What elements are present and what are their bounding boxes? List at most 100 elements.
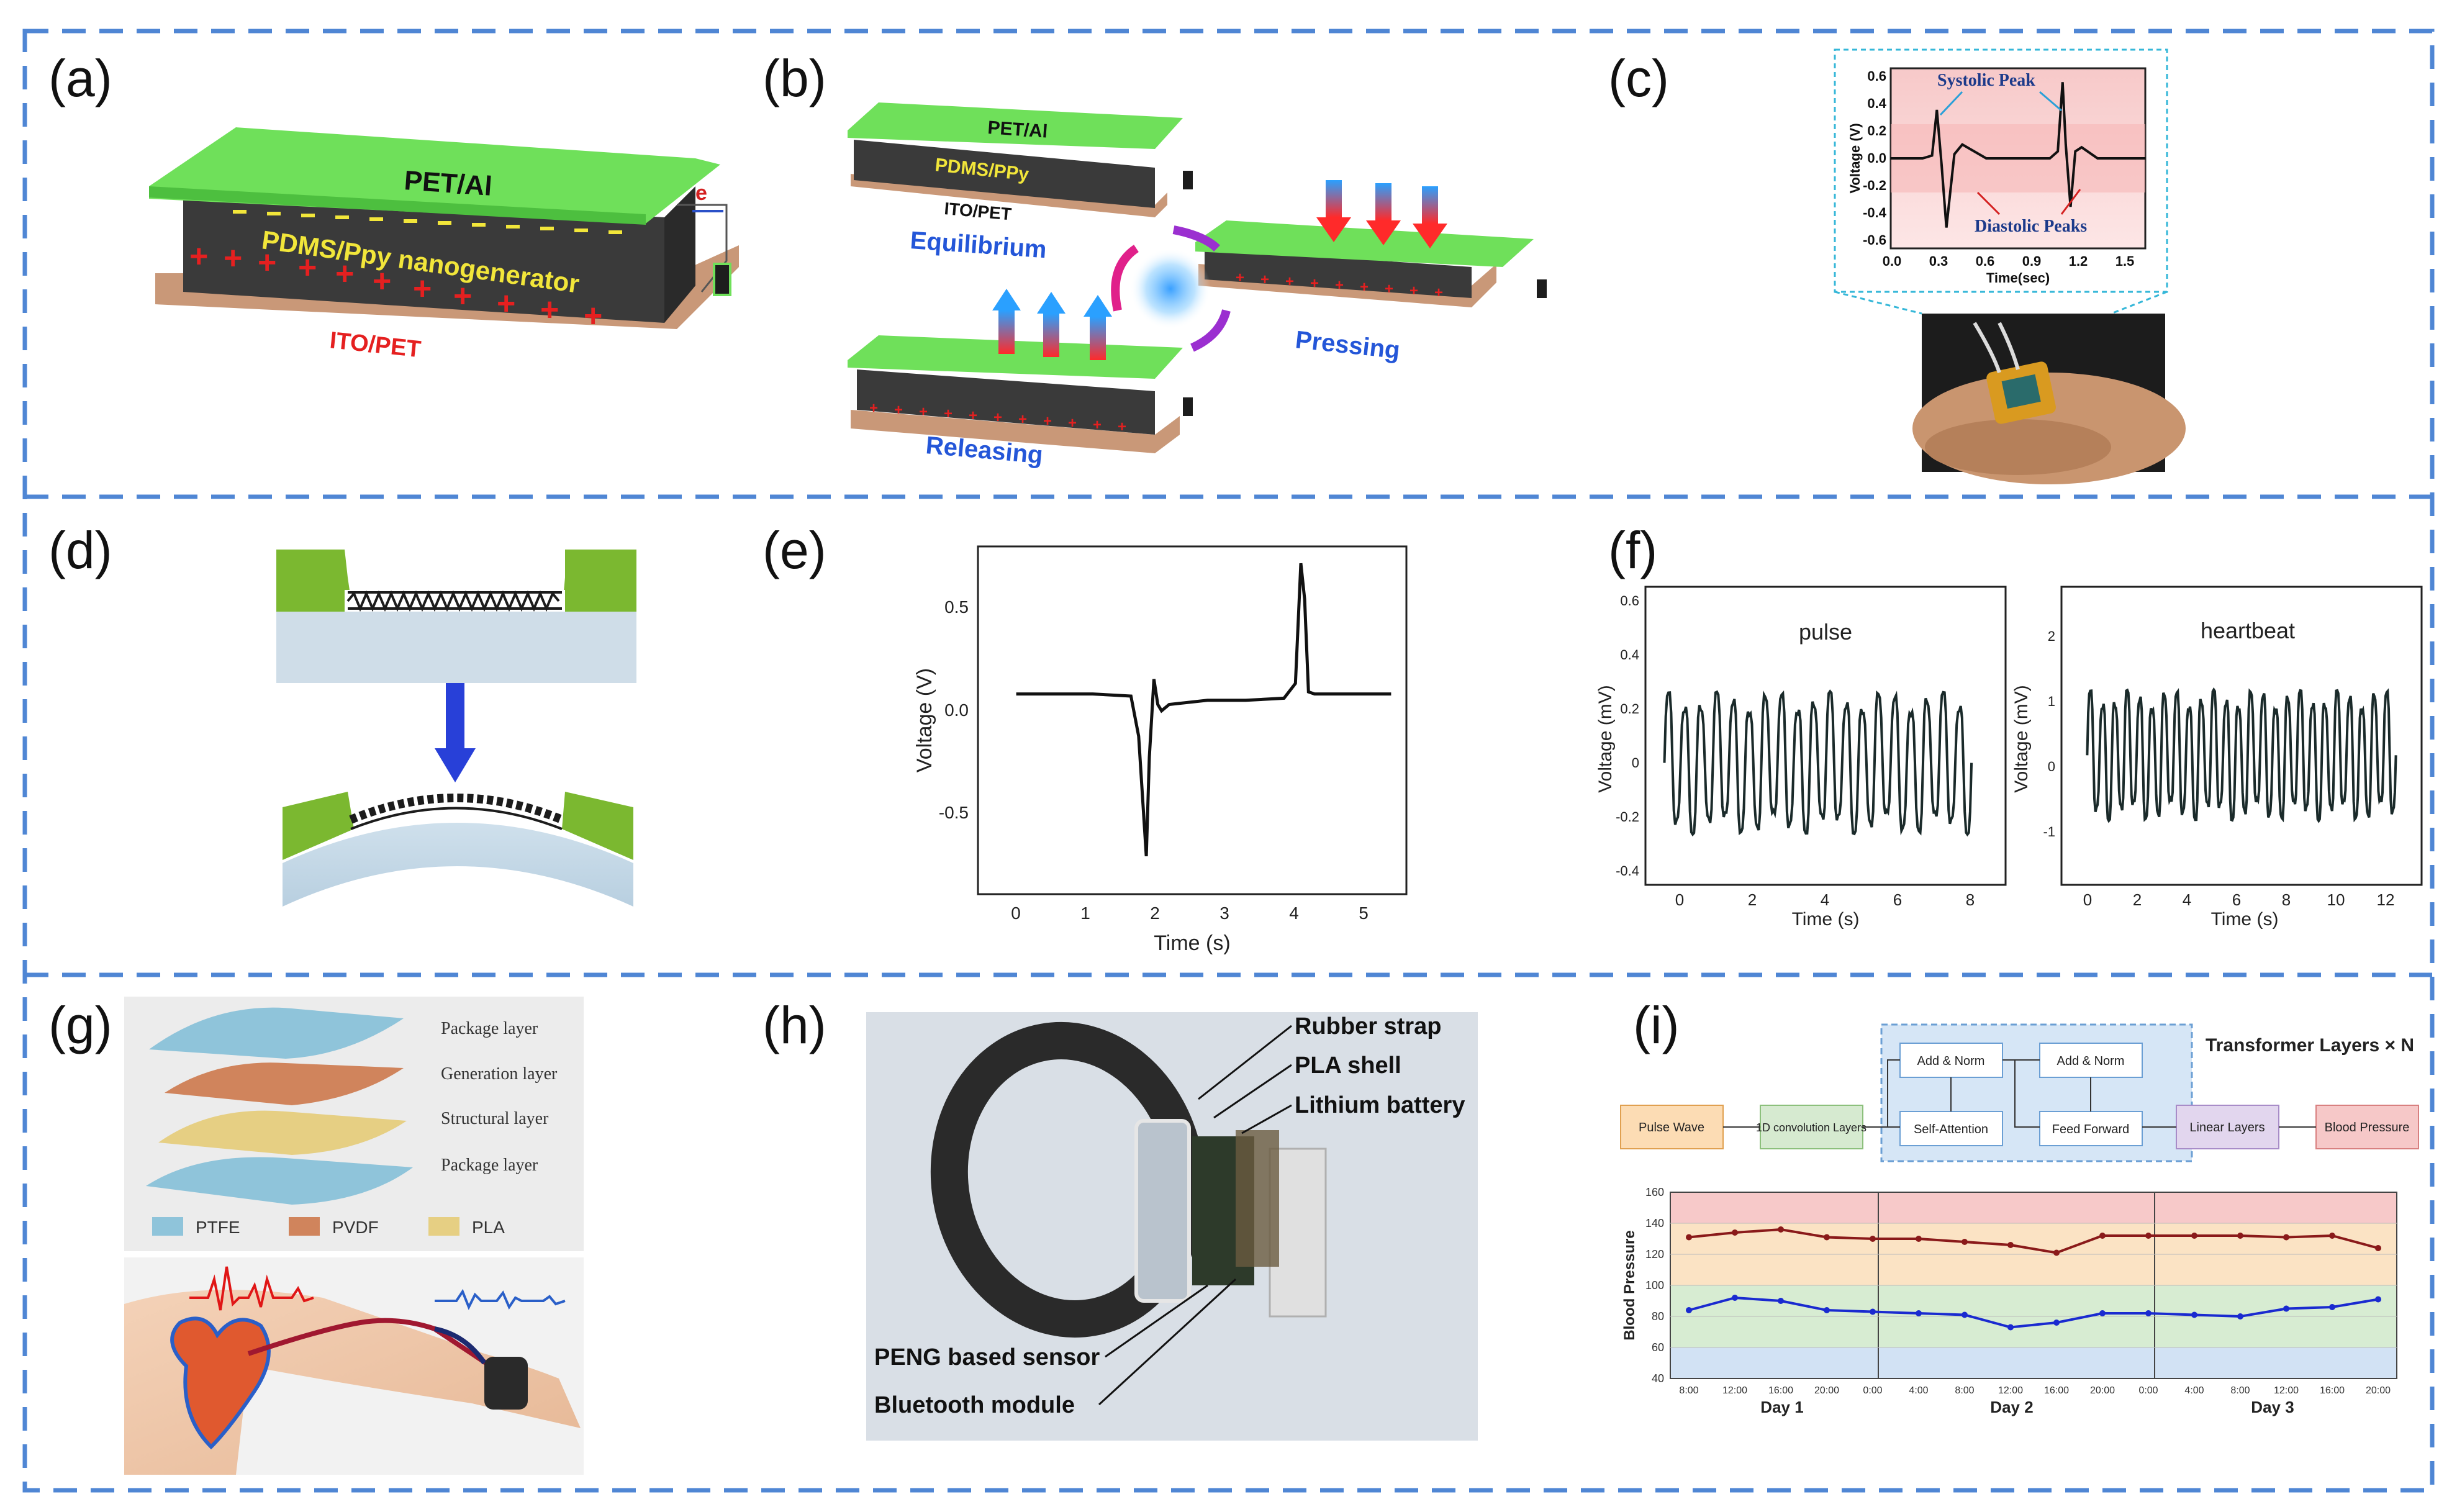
svg-text:8: 8 bbox=[2282, 890, 2291, 909]
plot-f-right-yticks: 2 1 0 -1 bbox=[2043, 628, 2055, 840]
svg-text:8: 8 bbox=[1966, 890, 1975, 909]
bp-point bbox=[2191, 1311, 2197, 1318]
bp-point bbox=[1916, 1236, 1922, 1242]
svg-text:6: 6 bbox=[1893, 890, 1902, 909]
bp-point bbox=[2007, 1242, 2014, 1248]
block-addnorm-1-label: Add & Norm bbox=[1917, 1054, 1985, 1068]
svg-text:+: + bbox=[584, 298, 602, 334]
svg-text:+: + bbox=[1285, 273, 1294, 290]
svg-text:100: 100 bbox=[1645, 1279, 1664, 1292]
plot-e-ylabel: Voltage (V) bbox=[913, 668, 936, 772]
svg-text:120: 120 bbox=[1645, 1248, 1664, 1261]
bp-point bbox=[2237, 1233, 2243, 1239]
plot-i-xtick: 4:00 bbox=[1909, 1385, 1928, 1396]
svg-text:6: 6 bbox=[2232, 890, 2241, 909]
svg-text:0.4: 0.4 bbox=[1620, 647, 1639, 663]
label-lithium-battery: Lithium battery bbox=[1295, 1092, 1465, 1118]
pdms-ppy-body bbox=[183, 189, 664, 323]
svg-text:-0.6: -0.6 bbox=[1863, 232, 1886, 248]
svg-text:+: + bbox=[919, 404, 928, 420]
plot-i-xtick: 8:00 bbox=[2230, 1385, 2250, 1396]
svg-text:+: + bbox=[453, 278, 472, 314]
svg-text:0: 0 bbox=[1011, 903, 1021, 923]
bp-point bbox=[1824, 1307, 1830, 1313]
panel-f-left: pulse 0.6 0.4 0.2 0 -0.2 -0.4 0 2 4 6 8 … bbox=[1595, 586, 2007, 930]
svg-text:+: + bbox=[1310, 275, 1319, 292]
bend-arrow-head bbox=[435, 748, 476, 782]
plot-f-right-xticks: 0 2 4 6 8 10 12 bbox=[2083, 890, 2395, 909]
plot-i-xtick: 16:00 bbox=[2320, 1385, 2345, 1396]
block-bp-label: Blood Pressure bbox=[2325, 1121, 2410, 1134]
structural-layer bbox=[158, 1110, 407, 1155]
ito-pet-label: ITO/PET bbox=[328, 327, 422, 363]
layer-label-1: Package layer bbox=[441, 1019, 538, 1038]
svg-text:-0.4: -0.4 bbox=[1616, 863, 1639, 879]
svg-text:2: 2 bbox=[2133, 890, 2142, 909]
label-c: (c) bbox=[1608, 49, 1669, 107]
plot-i-xtick: 20:00 bbox=[1814, 1385, 1839, 1396]
legend-pvdf: PVDF bbox=[332, 1218, 379, 1237]
svg-text:+: + bbox=[373, 263, 391, 299]
bp-point bbox=[2283, 1305, 2289, 1312]
svg-text:+: + bbox=[1093, 417, 1102, 433]
label-b: (b) bbox=[762, 49, 826, 107]
svg-text:0.2: 0.2 bbox=[1620, 701, 1639, 717]
svg-text:+: + bbox=[993, 409, 1002, 426]
svg-text:+: + bbox=[944, 405, 952, 422]
plot-f-left-xticks: 0 2 4 6 8 bbox=[1675, 890, 1975, 909]
bend-arrow-shaft bbox=[446, 683, 464, 751]
plot-i-days: Day 1 Day 2 Day 3 bbox=[1760, 1398, 2294, 1416]
bp-point bbox=[2329, 1304, 2335, 1310]
plot-e-xlabel: Time (s) bbox=[1154, 931, 1230, 955]
svg-text:+: + bbox=[1260, 271, 1269, 288]
bp-point bbox=[2375, 1245, 2381, 1251]
bp-point bbox=[2375, 1296, 2381, 1303]
svg-text:0.9: 0.9 bbox=[2022, 253, 2042, 269]
bp-point bbox=[1870, 1308, 1876, 1315]
label-g: (g) bbox=[48, 996, 112, 1054]
svg-text:0.0: 0.0 bbox=[1867, 150, 1886, 166]
bp-point bbox=[1686, 1307, 1692, 1313]
plot-e-xticks: 0 1 2 3 4 5 bbox=[1011, 903, 1369, 923]
plot-i-diastolic-line bbox=[1688, 1296, 2379, 1329]
svg-text:0.3: 0.3 bbox=[1929, 253, 1948, 269]
svg-text:Day 1: Day 1 bbox=[1760, 1398, 1803, 1416]
plot-f-right-xlabel: Time (s) bbox=[2211, 909, 2279, 930]
block-linear-label: Linear Layers bbox=[2189, 1121, 2265, 1134]
block-ff-label: Feed Forward bbox=[2052, 1123, 2130, 1136]
svg-text:+: + bbox=[224, 240, 242, 276]
diastolic-peaks-label: Diastolic Peaks bbox=[1975, 217, 2087, 236]
eq-pet-label: PET/Al bbox=[987, 117, 1049, 142]
plot-i-xtick: 4:00 bbox=[2184, 1385, 2204, 1396]
plot-i-xtick: 12:00 bbox=[1722, 1385, 1747, 1396]
bp-point bbox=[1962, 1311, 1968, 1318]
svg-text:0.0: 0.0 bbox=[944, 700, 969, 720]
zoom-callout-box bbox=[1834, 48, 2168, 293]
eq-ito-label: ITO/PET bbox=[943, 199, 1012, 224]
legend-ptfe-swatch bbox=[152, 1217, 183, 1236]
svg-text:+: + bbox=[1118, 419, 1126, 435]
bp-point bbox=[1686, 1234, 1692, 1241]
plot-f-left-ylabel: Voltage (mV) bbox=[1595, 685, 1616, 792]
svg-text:3: 3 bbox=[1219, 903, 1229, 923]
block-addnorm-2 bbox=[2039, 1043, 2143, 1078]
svg-text:4: 4 bbox=[2183, 890, 2191, 909]
pet-al-top-front bbox=[149, 186, 646, 225]
plot-i-diastolic-points bbox=[1686, 1295, 2381, 1331]
bp-point bbox=[2145, 1233, 2152, 1239]
svg-text:+: + bbox=[497, 286, 515, 322]
svg-text:4: 4 bbox=[1821, 890, 1829, 909]
left-electrode-flat bbox=[276, 550, 353, 612]
plot-f-left-title: pulse bbox=[1799, 619, 1852, 645]
panel-b-cycle: PET/Al PDMS/PPy ITO/PET Equilibrium ++++… bbox=[848, 102, 1547, 469]
plot-i-systolic-line bbox=[1688, 1228, 2379, 1254]
svg-text:0.6: 0.6 bbox=[1976, 253, 1995, 269]
svg-text:-0.5: -0.5 bbox=[939, 803, 969, 822]
block-attn bbox=[1899, 1111, 2003, 1146]
equilibrium-device: PET/Al PDMS/PPy ITO/PET bbox=[848, 102, 1193, 224]
block-pulse-wave bbox=[1620, 1105, 1724, 1149]
plot-f-left-xlabel: Time (s) bbox=[1792, 909, 1860, 930]
svg-text:5: 5 bbox=[1359, 903, 1369, 923]
bp-point bbox=[2099, 1233, 2106, 1239]
